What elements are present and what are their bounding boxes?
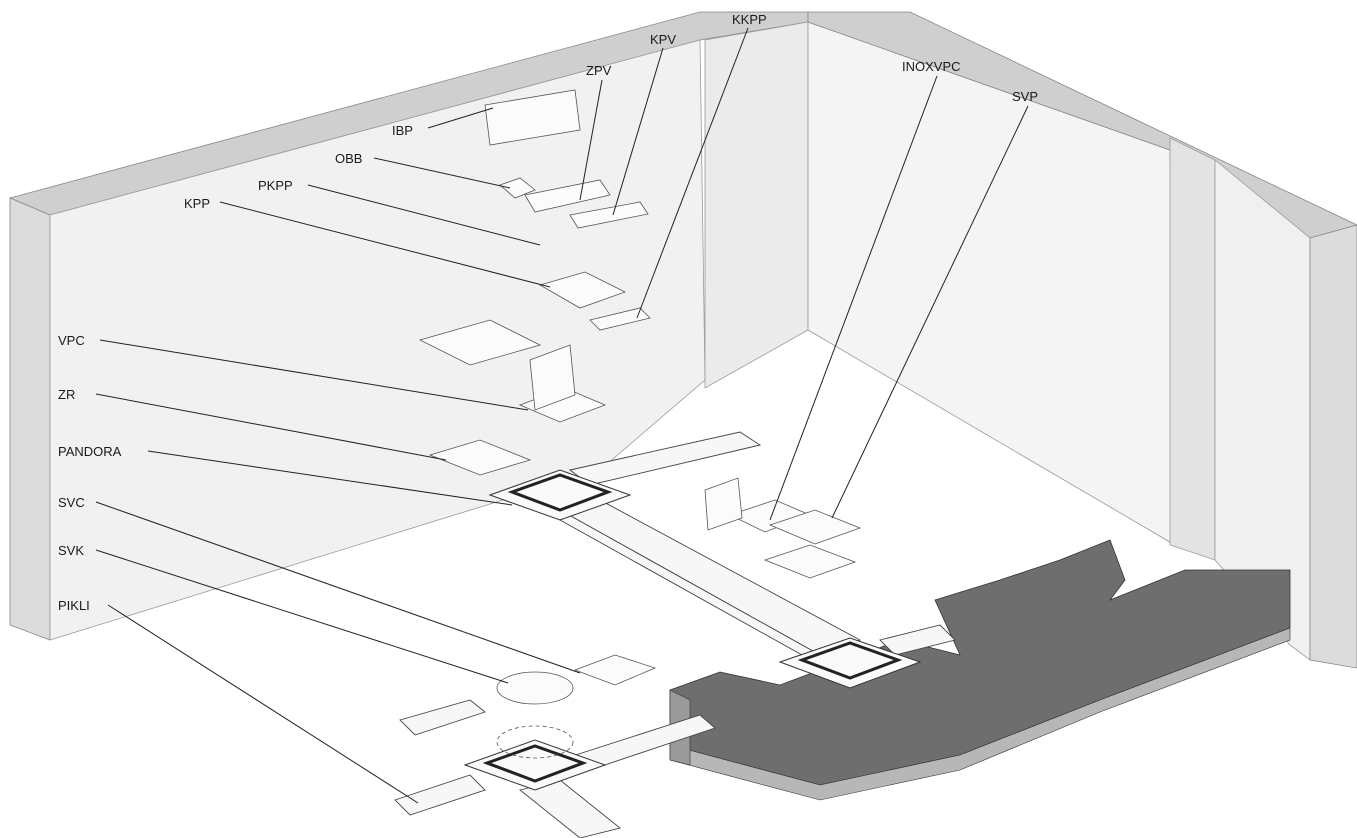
right-wall-end xyxy=(1309,224,1357,669)
box-pandora-frame xyxy=(507,473,613,512)
leader-zpv xyxy=(579,79,603,201)
label-kpp: KPP xyxy=(184,196,210,211)
floor-trunking xyxy=(394,431,956,838)
label-pkpp: PKPP xyxy=(258,178,293,193)
label-zpv: ZPV xyxy=(586,63,612,78)
floor-boxes xyxy=(463,469,922,791)
pillar xyxy=(1169,137,1216,561)
leader-ibp xyxy=(427,107,494,129)
leader-vpc xyxy=(99,339,529,411)
part-svc xyxy=(573,654,657,686)
room-walls xyxy=(8,11,1357,669)
left-wall-face xyxy=(49,39,706,641)
part-zr xyxy=(428,439,532,476)
label-svk: SVK xyxy=(58,543,84,558)
label-zr: ZR xyxy=(58,387,75,402)
channel-right xyxy=(879,624,956,656)
part-svk-ring xyxy=(496,725,574,759)
floor-slab xyxy=(669,539,1291,801)
part-obb xyxy=(499,177,536,199)
box-right-frame xyxy=(797,641,903,680)
leader-zr xyxy=(95,393,447,461)
leader-lines xyxy=(95,27,1029,804)
exploded-parts xyxy=(418,89,862,759)
part-kpp xyxy=(538,271,627,309)
leader-svp xyxy=(831,105,1029,519)
leader-svc xyxy=(95,501,581,674)
box-right-base xyxy=(778,637,922,689)
leader-kkpp xyxy=(636,27,749,319)
slab-edge-front xyxy=(669,627,1291,801)
channel-bottom-left xyxy=(399,699,486,736)
label-obb: OBB xyxy=(335,151,362,166)
label-kkpp: KKPP xyxy=(732,12,767,27)
back-wall xyxy=(704,21,809,389)
pillar-right-wall xyxy=(1214,159,1311,661)
leader-kpp xyxy=(219,201,551,288)
part-kpv xyxy=(569,201,649,229)
part-svp-b xyxy=(763,544,857,579)
leader-inoxvpc xyxy=(769,75,938,521)
box-bottom-frame xyxy=(482,744,588,783)
labels: IBP OBB PKPP KPP ZPV KPV KKPP INOXVPC SV… xyxy=(58,12,1038,613)
part-vpc-lid xyxy=(529,344,576,411)
part-svk xyxy=(496,671,574,705)
leader-obb xyxy=(373,157,511,189)
label-svc: SVC xyxy=(58,495,85,510)
part-svp-a xyxy=(768,509,862,545)
channel-bottom-diag xyxy=(394,774,486,816)
leader-pikli xyxy=(107,604,419,804)
leader-kpv xyxy=(612,47,664,216)
label-kpv: KPV xyxy=(650,32,676,47)
box-pandora-base xyxy=(488,469,632,521)
leader-pkpp xyxy=(307,184,541,246)
label-pandora: PANDORA xyxy=(58,444,122,459)
part-ibp xyxy=(484,89,581,146)
label-pikli: PIKLI xyxy=(58,598,90,613)
leader-pandora xyxy=(147,450,513,506)
label-ibp: IBP xyxy=(392,123,413,138)
part-zpv xyxy=(524,179,611,213)
box-bottom-base xyxy=(463,739,607,791)
left-wall-end xyxy=(9,197,51,641)
part-cover xyxy=(418,319,542,366)
label-vpc: VPC xyxy=(58,333,85,348)
leader-svk xyxy=(95,549,509,684)
right-wall-face xyxy=(807,21,1176,546)
part-inoxvpc-lid xyxy=(704,477,743,531)
label-svp: SVP xyxy=(1012,89,1038,104)
part-kkpp xyxy=(589,307,651,331)
channel-main-side xyxy=(559,509,821,666)
label-inoxvpc: INOXVPC xyxy=(902,59,961,74)
